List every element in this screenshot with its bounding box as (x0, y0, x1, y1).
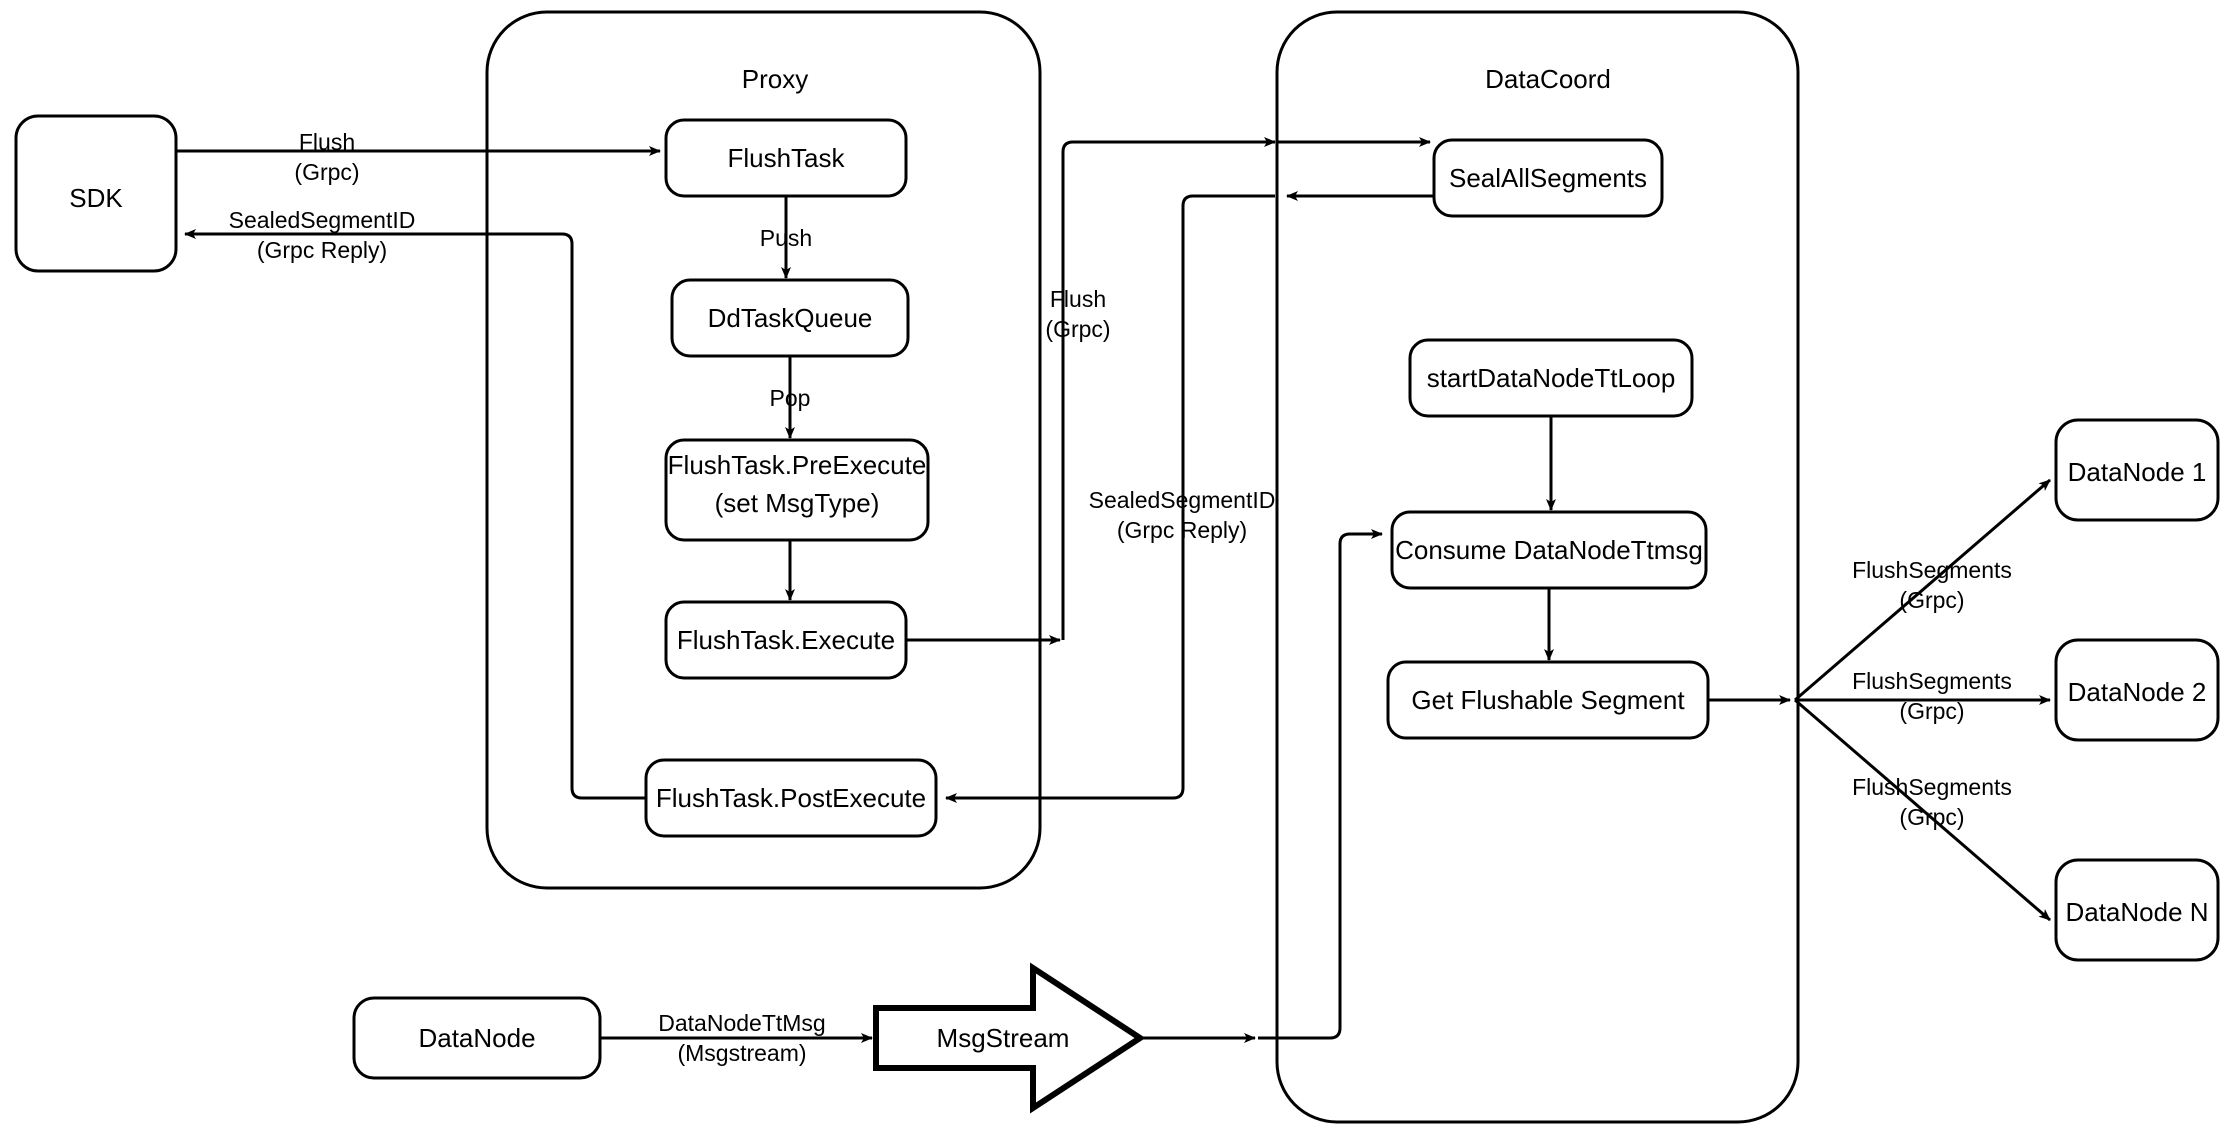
edge-sealed-segment-id-label-line1: SealedSegmentID (1089, 487, 1276, 513)
edge-pop-label: Pop (770, 385, 811, 411)
edge-flush-segments-n-label-line1: FlushSegments (1852, 774, 2012, 800)
edge-flush-segments-n-label-line2: (Grpc) (1899, 804, 1964, 830)
node-flush-task-pre-execute-label-line2: (set MsgType) (715, 488, 880, 518)
node-msgstream-arrow-shape[interactable] (873, 962, 1146, 1114)
group-proxy-label: Proxy (742, 64, 808, 94)
node-datanode-1-label: DataNode 1 (2068, 457, 2207, 487)
node-sdk-label: SDK (69, 183, 123, 213)
edge-sdk-to-proxy-label-line2: (Grpc) (294, 159, 359, 185)
edge-sealed-segment-id-label-line2: (Grpc Reply) (1117, 517, 1247, 543)
node-datanode-bottom-label: DataNode (418, 1023, 535, 1053)
node-sdk[interactable] (14, 114, 178, 273)
node-dd-task-queue-label: DdTaskQueue (708, 303, 873, 333)
edge-fanout-to-datanode-1 (1794, 478, 2051, 702)
node-datanode-n-label: DataNode N (2065, 897, 2208, 927)
edge-flush-segments-1-label-line1: FlushSegments (1852, 557, 2012, 583)
edge-datacoord-to-postexecute (945, 194, 1275, 803)
node-flush-task-pre-execute-label-line1: FlushTask.PreExecute (668, 450, 927, 480)
node-datanode-1[interactable] (2054, 418, 2220, 522)
edge-datanode-ttmsg-label-line1: DataNodeTtMsg (658, 1010, 825, 1036)
group-datacoord-label: DataCoord (1485, 64, 1611, 94)
node-start-datanode-tt-loop-label: startDataNodeTtLoop (1427, 363, 1676, 393)
edge-flush-segments-2-label-line1: FlushSegments (1852, 668, 2012, 694)
edge-sdk-to-proxy-label-line1: Flush (299, 129, 355, 155)
node-datanode-2-label: DataNode 2 (2068, 677, 2207, 707)
edge-proxy-to-sdk-label-line1: SealedSegmentID (229, 207, 416, 233)
edge-push-label: Push (760, 225, 812, 251)
node-flush-task-pre-execute[interactable] (664, 438, 930, 542)
node-datanode-n[interactable] (2054, 858, 2220, 962)
node-get-flushable-segment-label: Get Flushable Segment (1411, 685, 1685, 715)
node-msgstream-label: MsgStream (937, 1023, 1070, 1053)
edge-flush-grpc-label-line1: Flush (1050, 286, 1106, 312)
node-datanode-2[interactable] (2054, 638, 2220, 742)
edge-proxy-to-sdk-label-line2: (Grpc Reply) (257, 237, 387, 263)
edge-flush-grpc-label-line2: (Grpc) (1045, 316, 1110, 342)
node-consume-datanode-ttmsg-label: Consume DataNodeTtmsg (1395, 535, 1703, 565)
node-flush-task-execute-label: FlushTask.Execute (677, 625, 895, 655)
edge-datanode-ttmsg-label-line2: (Msgstream) (677, 1040, 806, 1066)
node-flush-task-post-execute[interactable] (644, 758, 938, 838)
node-flush-task-post-execute-label: FlushTask.PostExecute (656, 783, 926, 813)
edge-proxy-to-sdk (184, 229, 646, 800)
node-seal-all-segments-label: SealAllSegments (1449, 163, 1647, 193)
edge-flush-segments-2-label-line2: (Grpc) (1899, 698, 1964, 724)
edge-proxy-to-datacoord-flush (1061, 137, 1276, 640)
edge-flush-segments-1-label-line2: (Grpc) (1899, 587, 1964, 613)
edge-datacoord-feed-to-consume (1258, 529, 1383, 1040)
edge-fanout-to-datanode-n (1794, 698, 2051, 922)
node-flush-task-label: FlushTask (727, 143, 845, 173)
node-seal-all-segments[interactable] (1432, 138, 1664, 218)
